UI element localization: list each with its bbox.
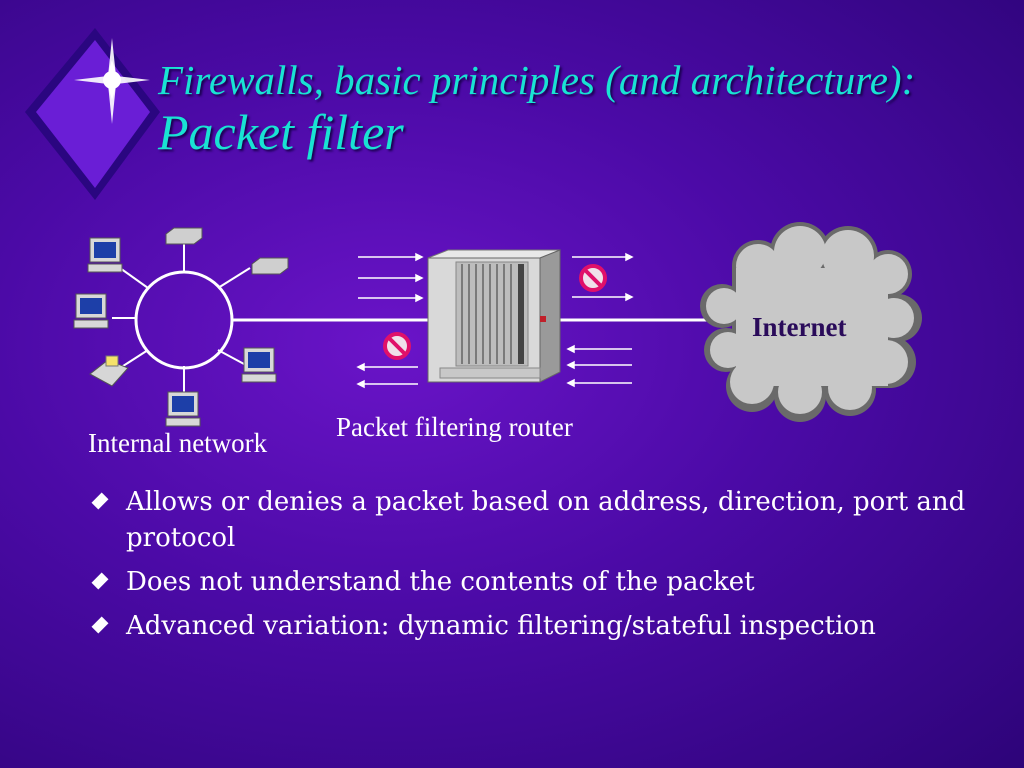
inbound-packet-arrows	[356, 344, 632, 389]
bullet-text: Allows or denies a packet based on addre…	[126, 487, 966, 553]
printer-icon	[89, 355, 129, 387]
computer-icon	[165, 391, 201, 427]
diamond-bullet-icon	[91, 616, 109, 634]
router-chassis-icon	[427, 249, 561, 383]
router-label: Packet filtering router	[336, 412, 573, 442]
bullet-item: Allows or denies a packet based on addre…	[88, 484, 968, 556]
bullet-item: Advanced variation: dynamic filtering/st…	[88, 608, 968, 644]
computer-icon	[73, 293, 109, 329]
computer-icon	[87, 237, 123, 273]
blocked-icon	[579, 264, 607, 292]
network-ring	[134, 270, 234, 370]
internet-cloud-icon	[700, 222, 922, 422]
bullet-text: Does not understand the contents of the …	[126, 567, 755, 597]
packet-filter-diagram	[73, 222, 922, 427]
slide-title: Firewalls, basic principles (and archite…	[158, 56, 915, 160]
star-diamond-logo	[25, 28, 160, 200]
computer-icon	[241, 347, 277, 383]
title-line-2: Packet filter	[158, 104, 404, 160]
internal-network-label: Internal network	[88, 428, 268, 458]
bullet-item: Does not understand the contents of the …	[88, 564, 968, 600]
diamond-bullet-icon	[91, 572, 109, 590]
title-line-1: Firewalls, basic principles (and archite…	[158, 57, 916, 103]
bullet-text: Advanced variation: dynamic filtering/st…	[126, 611, 876, 641]
diamond-bullet-icon	[91, 492, 109, 510]
blocked-icon	[383, 332, 411, 360]
internet-label: Internet	[752, 312, 847, 342]
internal-network	[112, 243, 251, 392]
outbound-packet-arrows	[358, 252, 634, 303]
network-hub-icon	[165, 227, 203, 245]
network-hub-icon	[251, 257, 289, 275]
bullet-list: Allows or denies a packet based on addre…	[88, 484, 968, 652]
sparkle-icon	[74, 38, 150, 124]
